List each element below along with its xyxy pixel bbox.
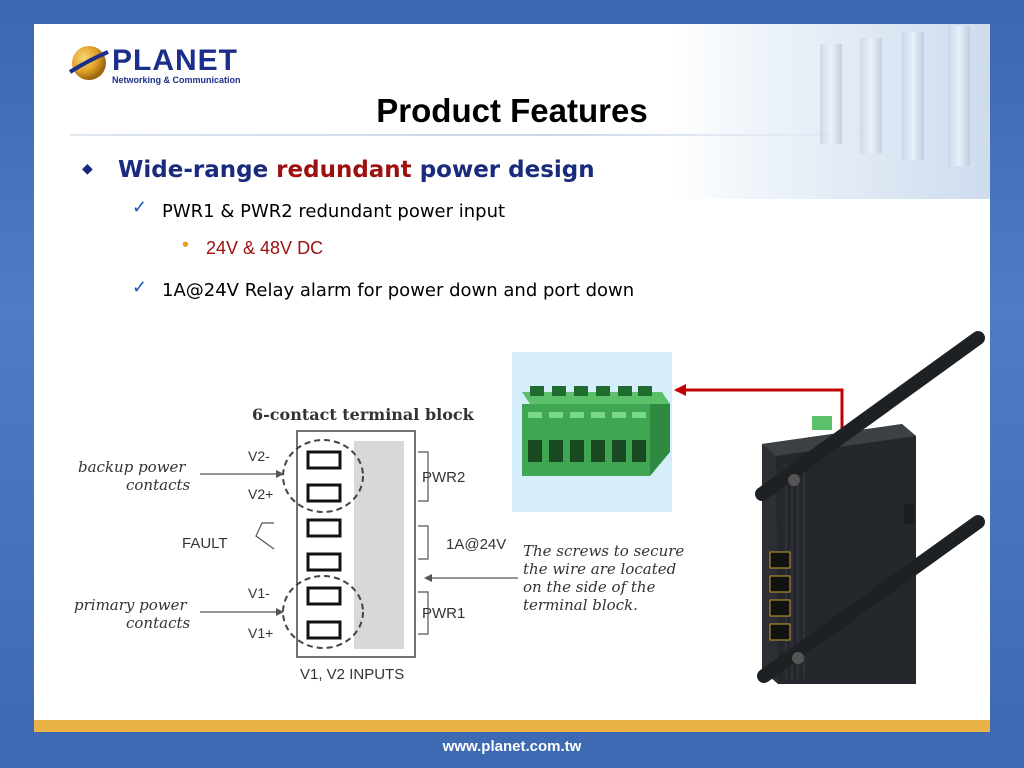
- red-arrowhead-icon: [674, 384, 686, 396]
- title-divider: [70, 134, 870, 136]
- planet-logo-icon: [68, 46, 109, 80]
- label-v2-plus: V2+: [248, 486, 274, 502]
- label-backup-contacts: contacts: [126, 476, 191, 494]
- bullet-dot-icon: •: [182, 234, 190, 256]
- diagram-title: 6-contact terminal block: [252, 405, 474, 424]
- primary-contacts-circle: [282, 575, 364, 649]
- contact-slot: [306, 450, 342, 470]
- feature-item-1: PWR1 & PWR2 redundant power input: [162, 201, 506, 222]
- red-arrow-line: [676, 388, 844, 434]
- label-pwr1: PWR1: [422, 605, 466, 622]
- checkmark-icon: ✓: [132, 277, 148, 297]
- label-v1-minus: V1-: [248, 585, 270, 601]
- label-relay: 1A@24V: [446, 536, 507, 553]
- label-primary-power: primary power: [74, 596, 187, 614]
- terminal-connector-photo: [512, 352, 672, 512]
- checkmark-icon: ✓: [132, 197, 148, 217]
- logo-wordmark: PLANET: [112, 44, 238, 77]
- bullet-text-part1: Wide-range: [118, 157, 277, 183]
- main-bullet-text: Wide-range redundant power design: [118, 157, 595, 183]
- slide-title: Product Features: [376, 92, 648, 129]
- backup-contacts-circle: [282, 439, 364, 513]
- contact-slot: [306, 552, 342, 572]
- screw-note-line: the wire are located: [523, 560, 677, 578]
- green-terminal-block-icon: [522, 386, 670, 476]
- label-inputs: V1, V2 INPUTS: [300, 666, 405, 683]
- label-backup-power: backup power: [78, 458, 186, 476]
- bullet-text-part3: power design: [411, 157, 595, 183]
- terminal-block-outline: [296, 430, 416, 658]
- label-pwr2: PWR2: [422, 469, 466, 486]
- label-v2-minus: V2-: [248, 448, 270, 464]
- contact-slot: [306, 586, 342, 606]
- contact-slot: [306, 518, 342, 538]
- antenna-icon: [755, 331, 985, 683]
- feature-subitem: 24V & 48V DC: [206, 238, 324, 258]
- diamond-bullet-icon: ◆: [82, 161, 93, 177]
- label-v1-plus: V1+: [248, 625, 274, 641]
- server-room-background: [670, 24, 990, 199]
- feature-item-2: 1A@24V Relay alarm for power down and po…: [162, 280, 635, 301]
- bullet-text-highlight: redundant: [276, 157, 412, 183]
- logo-tagline: Networking & Communication: [112, 75, 241, 85]
- label-primary-contacts: contacts: [126, 614, 191, 632]
- footer-url: www.planet.com.tw: [442, 738, 582, 755]
- terminal-block-shading: [354, 441, 404, 649]
- contact-slot: [306, 620, 342, 640]
- slide: PLANET Networking & Communication Produc…: [34, 24, 990, 720]
- label-fault: FAULT: [182, 535, 228, 552]
- screw-note-line: on the side of the: [523, 578, 656, 596]
- screw-note-line: The screws to secure: [523, 542, 685, 560]
- contact-slot: [306, 483, 342, 503]
- screw-note-line: terminal block.: [523, 596, 638, 614]
- slide-bottom-bar: [34, 720, 990, 732]
- screw-note: The screws to secure the wire are locate…: [523, 542, 684, 614]
- network-switch-image: [762, 416, 916, 684]
